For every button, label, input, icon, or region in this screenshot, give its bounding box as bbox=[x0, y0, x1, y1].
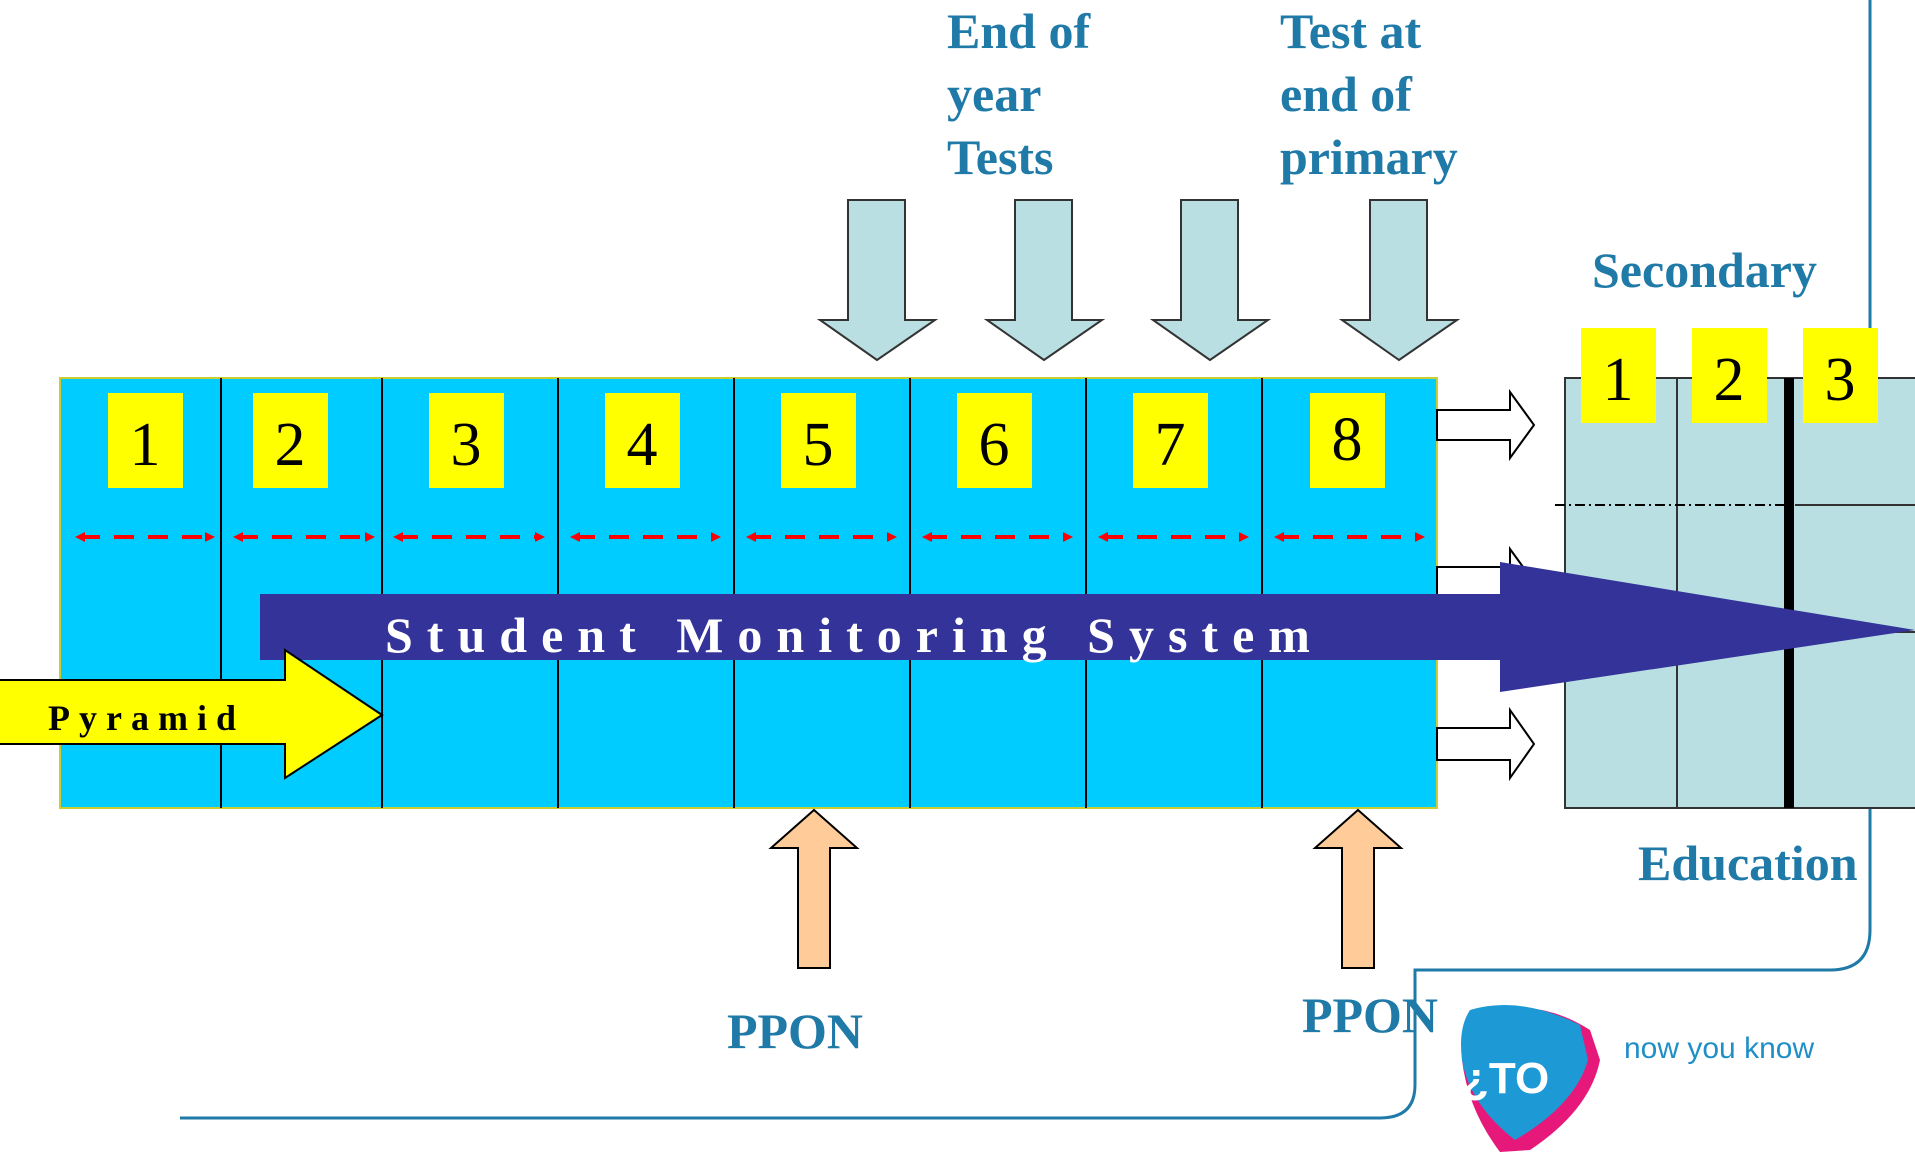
secondary-subtitle: Education bbox=[1638, 835, 1858, 891]
grade-number: 7 bbox=[1155, 411, 1186, 479]
grade-number: 6 bbox=[979, 411, 1010, 479]
down-arrow-grade-6 bbox=[983, 199, 1106, 362]
primary-grade-boxes: 1 2 3 4 5 6 7 8 bbox=[108, 393, 1385, 488]
grade-box bbox=[1581, 328, 1656, 423]
grade-number: 1 bbox=[130, 411, 161, 479]
grade-box bbox=[1310, 393, 1385, 488]
grade-box bbox=[1803, 328, 1878, 423]
grade-box bbox=[1692, 328, 1767, 423]
grade-number: 1 bbox=[1603, 346, 1634, 414]
grade-number: 4 bbox=[627, 411, 658, 479]
ppon-label: PPON bbox=[1302, 987, 1438, 1043]
down-arrow-grade-8 bbox=[1338, 199, 1461, 362]
ppon-label: PPON bbox=[727, 1003, 863, 1059]
cito-tagline: now you know bbox=[1624, 1032, 1814, 1065]
grade-number: 3 bbox=[451, 411, 482, 479]
grade-number: 8 bbox=[1332, 406, 1363, 474]
secondary-grade-boxes: 1 2 3 bbox=[1581, 328, 1878, 423]
grade-box bbox=[108, 393, 183, 488]
slide-frame-line bbox=[180, 0, 1872, 1120]
down-arrow-grade-5-6 bbox=[816, 199, 939, 362]
student-monitoring-band bbox=[260, 562, 1915, 692]
right-outline-arrow bbox=[1436, 706, 1536, 782]
ppon-up-arrow bbox=[1312, 808, 1404, 969]
ppon-up-arrow bbox=[768, 808, 860, 969]
end-of-primary-test-label: Test at end of primary bbox=[1280, 3, 1458, 185]
cito-logo-shield-front bbox=[1461, 1005, 1588, 1140]
cito-logo-text: ¿TO bbox=[1462, 1054, 1549, 1103]
grade-number: 2 bbox=[1714, 346, 1745, 414]
cito-logo: ¿TO now you know bbox=[1461, 1005, 1814, 1152]
right-outline-arrow bbox=[1436, 388, 1536, 462]
grade-box bbox=[605, 393, 680, 488]
grade-number: 3 bbox=[1825, 346, 1856, 414]
pyramid-arrow bbox=[0, 648, 384, 780]
grade-box bbox=[253, 393, 328, 488]
secondary-title: Secondary bbox=[1592, 242, 1817, 298]
end-of-year-tests-label: End of year Tests bbox=[947, 3, 1103, 185]
grade-box bbox=[781, 393, 856, 488]
down-arrow-grade-7 bbox=[1149, 199, 1272, 362]
grade-box bbox=[957, 393, 1032, 488]
test-arrows bbox=[816, 199, 1461, 362]
pyramid-label: Pyramid bbox=[48, 698, 245, 738]
grade-number: 2 bbox=[275, 411, 306, 479]
grade-box bbox=[1133, 393, 1208, 488]
grade-number: 5 bbox=[803, 411, 834, 479]
student-monitoring-label: Student Monitoring System bbox=[385, 607, 1324, 663]
grade-box bbox=[429, 393, 504, 488]
